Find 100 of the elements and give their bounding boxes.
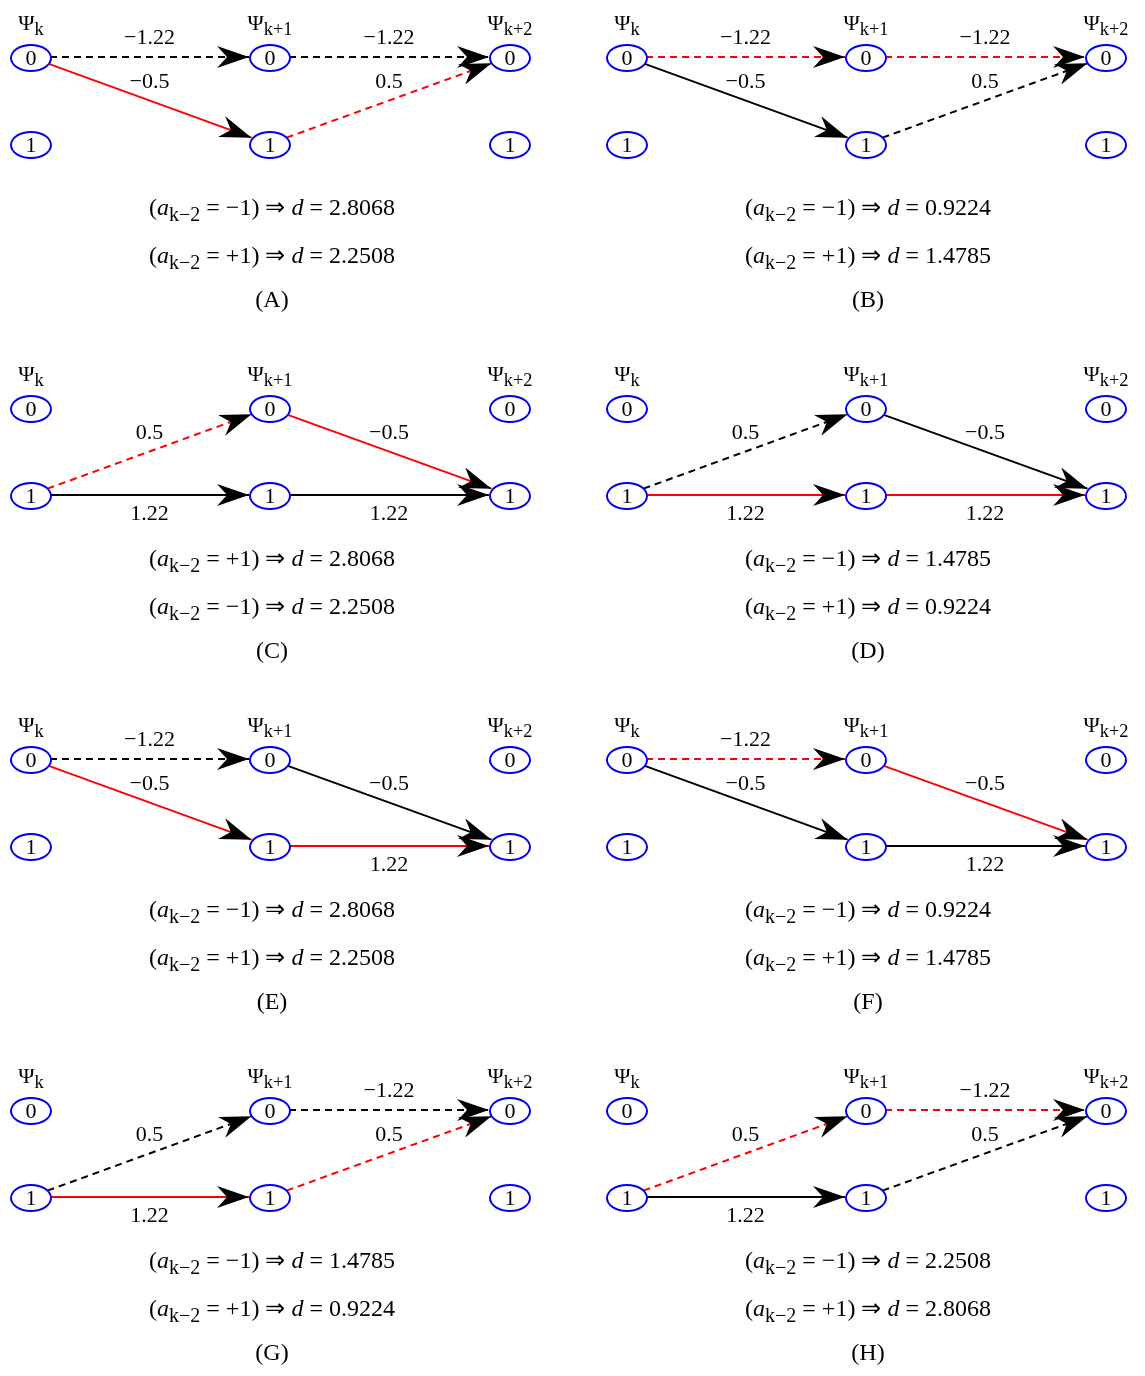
state-ellipse: [845, 131, 887, 159]
state-heading: Ψ$_{k+2}$: [1083, 712, 1129, 743]
distance-equation: (a$_{k−2}$ = −1) ⇒ d = 0.9224: [745, 895, 991, 928]
arrow: [46, 1115, 253, 1192]
state-heading: Ψ$_{k+1}$: [843, 361, 889, 392]
state-ellipse: [845, 482, 887, 510]
state-heading: Ψ$_{k+2}$: [487, 1063, 533, 1094]
state-label: 0: [859, 46, 873, 70]
arrow: [285, 62, 493, 139]
state-ellipse: [10, 833, 52, 861]
state-label: 1: [263, 1186, 277, 1210]
arrow: [49, 484, 250, 506]
state-heading: Ψ$_{k+1}$: [247, 361, 293, 392]
state-label: 0: [1099, 748, 1113, 772]
state-ellipse: [606, 833, 648, 861]
arrow: [49, 1186, 250, 1208]
state-heading: Ψ$_{k+2}$: [1083, 1063, 1129, 1094]
state-label: 1: [620, 1186, 634, 1210]
state-heading: Ψ$_{k+1}$: [843, 10, 889, 41]
state-label: 1: [24, 835, 38, 859]
arrow: [46, 413, 253, 490]
distance-equation: (a$_{k−2}$ = +1) ⇒ d = 1.4785: [745, 241, 991, 274]
state-heading: Ψ$_{k+1}$: [843, 1063, 889, 1094]
state-ellipse: [606, 1184, 648, 1212]
state-label: 1: [503, 1186, 517, 1210]
state-label: 0: [620, 748, 634, 772]
state-label: 1: [263, 484, 277, 508]
state-label: 1: [620, 133, 634, 157]
panel-label: (C): [256, 637, 288, 664]
state-heading: Ψ$_{k+2}$: [487, 10, 533, 41]
arrow: [285, 1115, 493, 1192]
distance-equation: (a$_{k−2}$ = +1) ⇒ d = 0.9224: [745, 592, 991, 625]
state-ellipse: [1085, 1184, 1127, 1212]
state-label: 1: [859, 133, 873, 157]
arrow: [642, 413, 849, 490]
state-ellipse: [10, 482, 52, 510]
state-label: 1: [503, 133, 517, 157]
distance-equation: (a$_{k−2}$ = +1) ⇒ d = 0.9224: [149, 1294, 395, 1327]
state-label: 0: [24, 46, 38, 70]
distance-equation: (a$_{k−2}$ = +1) ⇒ d = 2.8068: [745, 1294, 991, 1327]
state-ellipse: [606, 482, 648, 510]
state-ellipse: [489, 1184, 531, 1212]
state-label: 1: [263, 835, 277, 859]
arrow: [288, 835, 490, 857]
state-label: 1: [1099, 835, 1113, 859]
state-label: 1: [859, 1186, 873, 1210]
distance-equation: (a$_{k−2}$ = −1) ⇒ d = 1.4785: [149, 1246, 395, 1279]
state-ellipse: [1085, 482, 1127, 510]
arrow: [288, 46, 490, 68]
state-ellipse: [10, 1184, 52, 1212]
panel-label: (E): [256, 988, 288, 1015]
state-label: 0: [24, 1099, 38, 1123]
state-label: 0: [263, 748, 277, 772]
arrow: [881, 62, 1089, 139]
arrow: [645, 748, 846, 770]
state-heading: Ψ$_{k+1}$: [247, 10, 293, 41]
state-label: 1: [620, 484, 634, 508]
state-heading: Ψ$_{k}$: [18, 10, 44, 41]
state-label: 0: [620, 46, 634, 70]
state-label: 1: [1099, 133, 1113, 157]
state-label: 0: [1099, 46, 1113, 70]
state-ellipse: [249, 482, 291, 510]
state-heading: Ψ$_{k}$: [614, 712, 640, 743]
state-label: 0: [859, 1099, 873, 1123]
state-ellipse: [1085, 833, 1127, 861]
panel-label: (F): [853, 988, 883, 1015]
state-label: 0: [263, 46, 277, 70]
state-heading: Ψ$_{k}$: [614, 1063, 640, 1094]
state-heading: Ψ$_{k}$: [18, 1063, 44, 1094]
state-label: 1: [859, 835, 873, 859]
state-heading: Ψ$_{k}$: [18, 361, 44, 392]
state-heading: Ψ$_{k+1}$: [247, 1063, 293, 1094]
state-label: 0: [620, 1099, 634, 1123]
arrow: [884, 484, 1086, 506]
state-heading: Ψ$_{k+2}$: [1083, 10, 1129, 41]
state-label: 0: [503, 748, 517, 772]
panel-label: (G): [255, 1339, 289, 1366]
state-label: 0: [1099, 1099, 1113, 1123]
arrow: [642, 1115, 849, 1192]
state-heading: Ψ$_{k+1}$: [843, 712, 889, 743]
arrow: [288, 1099, 490, 1121]
arrow: [49, 46, 250, 68]
distance-equation: (a$_{k−2}$ = −1) ⇒ d = 2.2508: [745, 1246, 991, 1279]
state-ellipse: [1085, 131, 1127, 159]
arrow: [645, 1186, 846, 1208]
state-ellipse: [845, 1184, 887, 1212]
state-label: 1: [1099, 484, 1113, 508]
state-ellipse: [489, 482, 531, 510]
state-label: 1: [503, 484, 517, 508]
state-ellipse: [606, 131, 648, 159]
arrow: [884, 835, 1086, 857]
panel-label: (A): [255, 286, 289, 313]
panel-label: (D): [851, 637, 885, 664]
state-label: 0: [263, 1099, 277, 1123]
state-label: 0: [859, 397, 873, 421]
state-ellipse: [249, 1184, 291, 1212]
state-label: 1: [263, 133, 277, 157]
state-label: 1: [503, 835, 517, 859]
state-label: 0: [263, 397, 277, 421]
state-ellipse: [845, 833, 887, 861]
